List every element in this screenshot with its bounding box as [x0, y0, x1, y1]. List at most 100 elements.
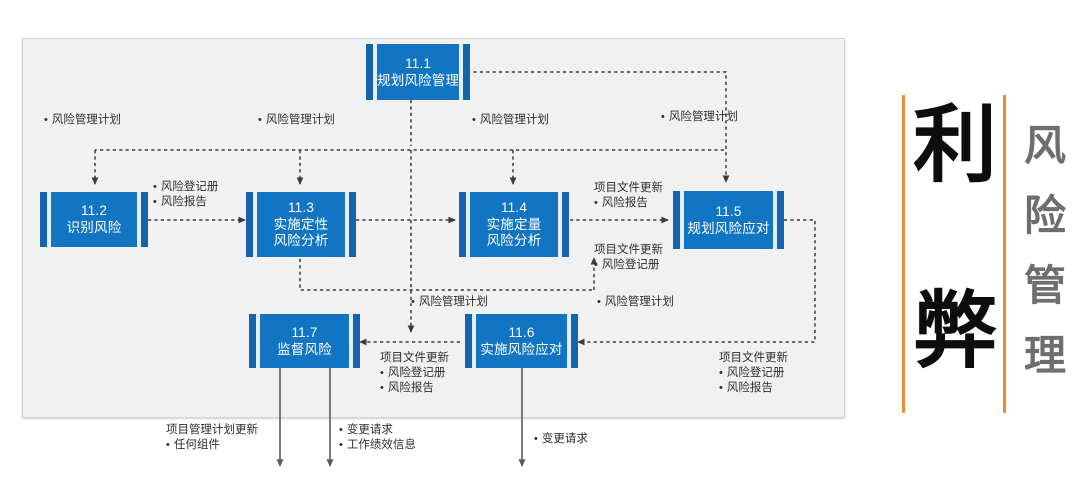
box-left-gap: [256, 314, 260, 368]
box-number: 11.6: [508, 324, 535, 340]
note-line: 风险管理计划: [44, 113, 121, 128]
box-left-gap: [472, 314, 476, 368]
process-box-11-7[interactable]: 11.7 监督风险: [249, 314, 360, 368]
note-risk-mgmt-plan-4: 风险管理计划: [661, 110, 738, 125]
box-name-line2: 风险分析: [273, 232, 329, 248]
box-right-gap: [345, 192, 349, 257]
box-right-gap: [558, 192, 562, 257]
note-line-1: 风险登记册: [153, 180, 219, 195]
box-right-gap: [567, 314, 571, 368]
note-pm-plan-updates: 项目管理计划更新 任何组件: [166, 423, 258, 453]
box-body: 11.4 实施定量 风险分析: [470, 192, 558, 257]
box-name: 监督风险: [277, 341, 332, 357]
note-header: 项目文件更新: [380, 352, 449, 364]
box-left-gap: [373, 44, 377, 100]
box-left-gap: [466, 192, 470, 257]
note-risk-mgmt-plan-5: 风险管理计划: [411, 295, 488, 310]
box-left-gap: [47, 192, 51, 247]
accent-bar-left: [902, 95, 905, 413]
box-number: 11.7: [291, 324, 318, 340]
process-box-11-3[interactable]: 11.3 实施定性 风险分析: [246, 192, 356, 257]
note-line: 风险管理计划: [258, 113, 335, 128]
box-body: 11.2 识别风险: [51, 192, 137, 247]
box-body: 11.7 监督风险: [260, 314, 349, 368]
box-body: 11.1 规划风险管理: [377, 44, 460, 100]
process-box-11-1[interactable]: 11.1 规划风险管理: [366, 44, 471, 100]
box-left-gap: [680, 191, 684, 249]
note-change-requests-perf: 变更请求 工作绩效信息: [339, 423, 416, 453]
box-left-stripe: [673, 191, 680, 249]
box-right-stripe: [141, 192, 148, 247]
note-header: 项目文件更新: [719, 352, 788, 364]
box-name: 识别风险: [66, 220, 122, 235]
box-body: 11.6 实施风险应对: [476, 314, 567, 368]
box-right-stripe: [349, 192, 356, 257]
accent-bar-right: [1003, 95, 1006, 413]
note-risk-register-report: 风险登记册 风险报告: [153, 180, 219, 210]
box-left-stripe: [40, 192, 47, 247]
box-name: 规划风险应对: [687, 220, 770, 236]
note-line-2: 工作绩效信息: [339, 438, 416, 453]
note-header: 项目文件更新: [594, 244, 663, 256]
note-header: 项目管理计划更新: [166, 424, 258, 436]
box-left-stripe: [246, 192, 253, 257]
note-line-2: 风险报告: [153, 195, 218, 210]
vertical-title: 风险管理: [1014, 111, 1076, 391]
box-left-stripe: [465, 314, 472, 368]
process-box-11-4[interactable]: 11.4 实施定量 风险分析: [459, 192, 569, 257]
box-body: 11.3 实施定性 风险分析: [257, 192, 345, 257]
note-doc-updates-report: 项目文件更新 风险报告: [594, 181, 663, 211]
box-left-stripe: [249, 314, 256, 368]
process-box-11-2[interactable]: 11.2 识别风险: [40, 192, 148, 247]
headline-char-2: 弊: [912, 282, 997, 380]
box-body: 11.5 规划风险应对: [684, 191, 773, 249]
note-line-1: 任何组件: [166, 438, 258, 453]
note-header: 项目文件更新: [594, 182, 663, 194]
vertical-title-char-3: 管: [1023, 261, 1066, 310]
box-right-stripe: [777, 191, 784, 249]
box-number: 11.2: [80, 203, 108, 219]
box-right-stripe: [571, 314, 578, 368]
vertical-title-char-1: 风: [1023, 121, 1066, 170]
note-line: 风险管理计划: [661, 110, 738, 125]
title-block: 利 弊 风险管理: [880, 95, 1080, 415]
note-risk-mgmt-plan-2: 风险管理计划: [258, 113, 335, 128]
box-name: 实施风险应对: [480, 341, 563, 357]
note-risk-mgmt-plan-1: 风险管理计划: [44, 113, 121, 128]
note-line-1: 风险报告: [594, 196, 663, 211]
vertical-title-char-2: 险: [1023, 191, 1066, 240]
box-right-gap: [773, 191, 777, 249]
box-right-gap: [137, 192, 141, 247]
box-name-line1: 实施定性: [273, 217, 329, 233]
box-right-stripe: [463, 44, 471, 100]
note-risk-mgmt-plan-3: 风险管理计划: [472, 113, 549, 128]
box-name-line2: 风险分析: [486, 232, 542, 248]
note-line-2: 风险报告: [719, 381, 788, 396]
box-number: 11.1: [405, 55, 432, 71]
box-number: 11.4: [500, 200, 528, 216]
headline-char-1: 利: [912, 96, 997, 194]
box-right-stripe: [353, 314, 360, 368]
box-name: 规划风险管理: [377, 72, 460, 88]
vertical-title-char-4: 理: [1023, 331, 1066, 380]
note-outputs-11-5: 项目文件更新 风险登记册 风险报告: [719, 351, 788, 396]
note-risk-mgmt-plan-6: 风险管理计划: [597, 295, 674, 310]
box-left-stripe: [459, 192, 466, 257]
box-right-stripe: [562, 192, 569, 257]
note-change-requests: 变更请求: [534, 432, 588, 447]
box-right-gap: [459, 44, 464, 100]
box-number: 11.3: [287, 200, 315, 216]
note-doc-updates-register: 项目文件更新 风险登记册: [594, 243, 663, 273]
note-line: 风险管理计划: [597, 295, 674, 310]
box-left-gap: [253, 192, 257, 257]
box-number: 11.5: [715, 203, 742, 219]
note-line: 变更请求: [534, 432, 588, 447]
note-line: 风险管理计划: [472, 113, 549, 128]
box-name-line1: 实施定量: [486, 217, 542, 233]
process-box-11-6[interactable]: 11.6 实施风险应对: [465, 314, 578, 368]
note-line-1: 风险登记册: [594, 258, 663, 273]
note-line-1: 风险登记册: [380, 366, 449, 381]
process-box-11-5[interactable]: 11.5 规划风险应对: [673, 191, 784, 249]
note-line-2: 风险报告: [380, 381, 449, 396]
